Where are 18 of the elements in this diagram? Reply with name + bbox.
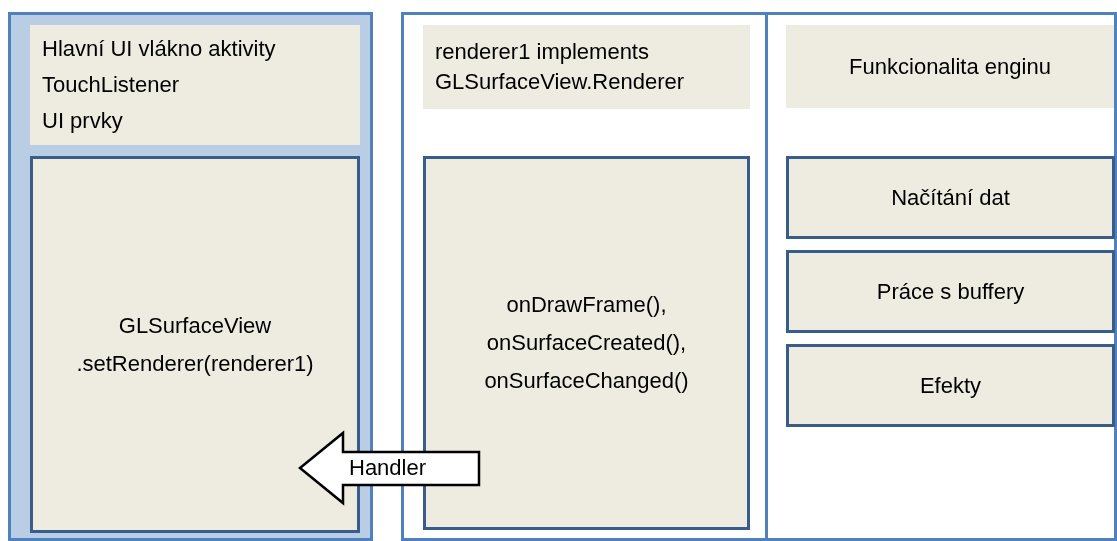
box-text: GLSurfaceView .setRenderer(renderer1) xyxy=(75,311,315,378)
edge-label: Handler xyxy=(349,455,427,481)
header-text: TouchListener xyxy=(42,71,179,99)
module-box xyxy=(786,344,1115,427)
header-text: Funkcionalita enginu xyxy=(849,52,1051,81)
box-text: Načítání dat xyxy=(891,184,1010,211)
header-text: renderer1 implements GLSurfaceView.Renderer xyxy=(435,38,686,96)
header-card xyxy=(30,25,360,145)
header-text: Hlavní UI vlákno aktivity xyxy=(42,35,276,63)
header-card xyxy=(423,25,750,109)
box-text: onDrawFrame(), onSurfaceCreated(), onSurfaceChanged() xyxy=(483,291,690,395)
module-box xyxy=(786,250,1115,333)
module-box xyxy=(786,156,1115,239)
header-card xyxy=(786,25,1114,108)
box-text: Práce s buffery xyxy=(876,278,1025,305)
header-text: UI prvky xyxy=(42,107,123,135)
block-arrow xyxy=(298,430,481,506)
box-text: Efekty xyxy=(919,372,982,399)
